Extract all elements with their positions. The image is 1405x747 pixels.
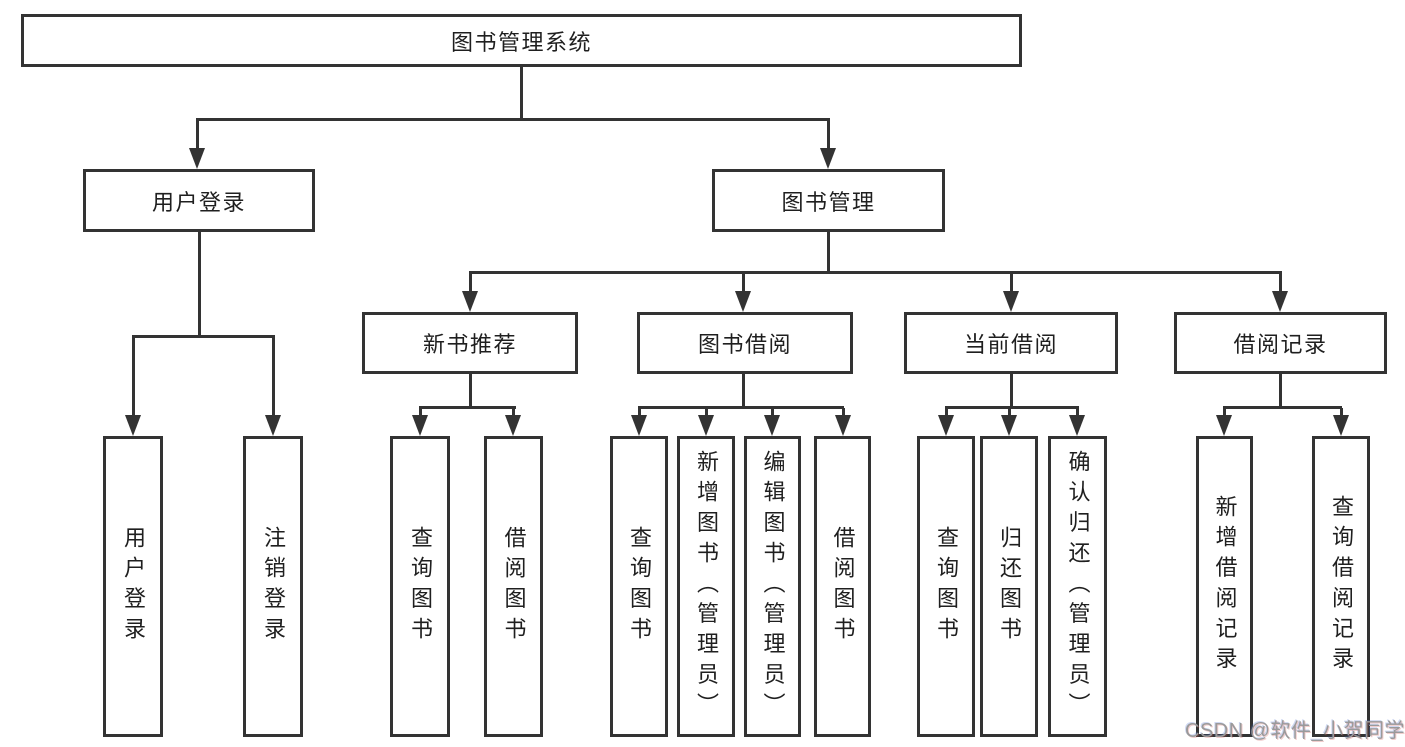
- connector-nb-drop-1: [419, 408, 422, 417]
- node-borrow-record-label: 借阅记录: [1233, 332, 1328, 357]
- arrow-down-icon: [698, 415, 714, 436]
- node-new-book-recommend: 新书推荐: [362, 312, 578, 374]
- leaf-bb-add-book-admin-label: 新增图书（管理员）: [694, 449, 719, 724]
- node-book-management-label: 图书管理: [781, 189, 876, 215]
- leaf-logout: 注销登录: [243, 436, 303, 737]
- connector-user-trunk: [198, 232, 201, 337]
- leaf-cb-query-book-label: 查询图书: [934, 525, 959, 648]
- connector-user-drop-2: [272, 337, 275, 417]
- connector-bb-drop-2: [705, 408, 708, 417]
- arrow-down-icon: [1001, 415, 1017, 436]
- connector-root-drop-right: [827, 120, 830, 150]
- leaf-cb-return-book: 归还图书: [980, 436, 1038, 737]
- leaf-nb-borrow-book: 借阅图书: [484, 436, 543, 737]
- node-user-login: 用户登录: [83, 169, 315, 232]
- arrow-down-icon: [1333, 415, 1349, 436]
- leaf-bb-borrow-book: 借阅图书: [814, 436, 871, 737]
- connector-cb-trunk: [1010, 374, 1013, 408]
- connector-bb-bar: [638, 406, 844, 409]
- leaf-bb-query-book-label: 查询图书: [627, 525, 652, 648]
- arrow-down-icon: [505, 415, 521, 436]
- arrow-down-icon: [1003, 291, 1019, 312]
- leaf-bb-edit-book-admin-label: 编辑图书（管理员）: [760, 449, 786, 724]
- csdn-watermark: CSDN @软件_小贺同学: [1185, 720, 1405, 742]
- connector-cb-drop-2: [1008, 408, 1011, 417]
- connector-nb-drop-2: [512, 408, 515, 417]
- node-current-borrow: 当前借阅: [904, 312, 1118, 374]
- connector-bb-drop-3: [771, 408, 774, 417]
- leaf-bb-query-book: 查询图书: [610, 436, 668, 737]
- connector-cb-bar: [945, 406, 1079, 409]
- arrow-down-icon: [938, 415, 954, 436]
- connector-bb-trunk: [742, 374, 745, 408]
- leaf-bb-add-book-admin: 新增图书（管理员）: [677, 436, 735, 737]
- arrow-down-icon: [412, 415, 428, 436]
- leaf-user-login-label: 用户登录: [121, 525, 146, 648]
- connector-br-trunk: [1279, 374, 1282, 408]
- arrow-down-icon: [265, 415, 281, 436]
- leaf-br-query-record-label: 查询借阅记录: [1329, 495, 1354, 678]
- leaf-cb-return-book-label: 归还图书: [997, 525, 1022, 648]
- connector-bb-drop-1: [638, 408, 641, 417]
- leaf-cb-confirm-return-admin: 确认归还（管理员）: [1048, 436, 1107, 737]
- leaf-bb-edit-book-admin: 编辑图书（管理员）: [744, 436, 801, 737]
- arrow-down-icon: [189, 148, 205, 169]
- connector-br-bar: [1223, 406, 1342, 409]
- connector-book-drop-1: [469, 273, 472, 293]
- connector-bb-drop-4: [842, 408, 845, 417]
- arrow-down-icon: [764, 415, 780, 436]
- connector-book-drop-3: [1010, 273, 1013, 293]
- connector-book-bar: [469, 271, 1282, 274]
- connector-root-trunk: [520, 66, 523, 119]
- leaf-br-add-record-label: 新增借阅记录: [1212, 495, 1238, 678]
- connector-br-drop-1: [1223, 408, 1226, 417]
- node-new-book-recommend-label: 新书推荐: [422, 332, 517, 357]
- node-user-login-label: 用户登录: [151, 189, 246, 215]
- leaf-nb-query-book-label: 查询图书: [408, 525, 433, 648]
- connector-nb-bar: [419, 406, 516, 409]
- connector-br-drop-2: [1340, 408, 1343, 417]
- connector-root-bar: [196, 118, 830, 121]
- connector-cb-drop-1: [945, 408, 948, 417]
- leaf-nb-borrow-book-label: 借阅图书: [501, 525, 527, 648]
- node-borrow-record: 借阅记录: [1174, 312, 1387, 374]
- connector-nb-trunk: [469, 374, 472, 408]
- connector-cb-drop-3: [1076, 408, 1079, 417]
- connector-root-drop-left: [196, 120, 199, 150]
- arrow-down-icon: [1216, 415, 1232, 436]
- connector-user-bar: [132, 335, 275, 338]
- arrow-down-icon: [1069, 415, 1085, 436]
- connector-user-drop-1: [132, 337, 135, 417]
- node-current-borrow-label: 当前借阅: [963, 332, 1058, 357]
- leaf-nb-query-book: 查询图书: [390, 436, 450, 737]
- leaf-cb-confirm-return-admin-label: 确认归还（管理员）: [1065, 449, 1091, 724]
- leaf-bb-borrow-book-label: 借阅图书: [830, 525, 856, 648]
- node-root: 图书管理系统: [21, 14, 1022, 67]
- connector-book-drop-4: [1279, 273, 1282, 293]
- leaf-br-query-record: 查询借阅记录: [1312, 436, 1370, 737]
- node-book-borrow-label: 图书借阅: [697, 332, 792, 357]
- arrow-down-icon: [462, 291, 478, 312]
- node-root-label: 图书管理系统: [450, 29, 592, 55]
- connector-book-drop-2: [742, 273, 745, 293]
- arrow-down-icon: [735, 291, 751, 312]
- node-book-management: 图书管理: [712, 169, 945, 232]
- leaf-user-login: 用户登录: [103, 436, 163, 737]
- arrow-down-icon: [835, 415, 851, 436]
- connector-book-trunk: [827, 232, 830, 273]
- leaf-cb-query-book: 查询图书: [917, 436, 975, 737]
- arrow-down-icon: [125, 415, 141, 436]
- node-book-borrow: 图书借阅: [637, 312, 853, 374]
- arrow-down-icon: [631, 415, 647, 436]
- leaf-br-add-record: 新增借阅记录: [1196, 436, 1253, 737]
- leaf-logout-label: 注销登录: [261, 525, 286, 648]
- arrow-down-icon: [820, 148, 836, 169]
- arrow-down-icon: [1272, 291, 1288, 312]
